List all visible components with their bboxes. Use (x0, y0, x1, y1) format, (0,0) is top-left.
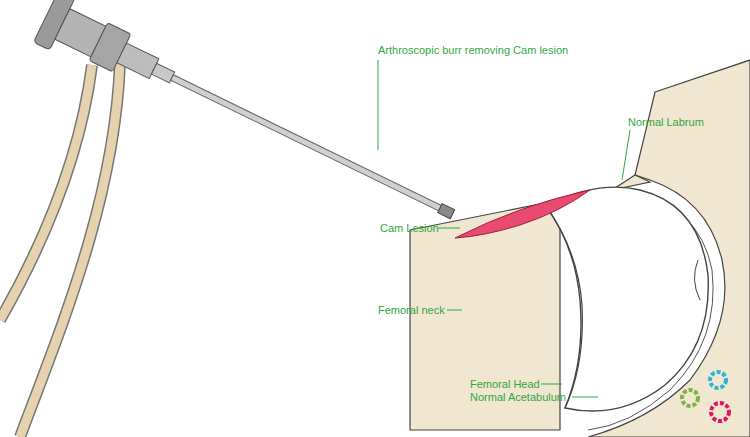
femoral-head (545, 187, 708, 411)
arthroscope (33, 0, 465, 240)
part-label: Femoral neck (378, 304, 445, 317)
part-label: Normal Acetabulum (470, 391, 566, 404)
fluid-tube (20, 62, 120, 437)
part-label: Cam Lesion (380, 222, 439, 235)
part-label: Normal Labrum (628, 116, 704, 129)
part-label: Femoral Head (470, 378, 540, 391)
cam-lesion (455, 190, 590, 238)
physeal-line (545, 205, 582, 408)
leader-lines (378, 60, 630, 397)
tube-outline (20, 62, 120, 437)
logo-gears (682, 372, 729, 421)
fovea (694, 260, 700, 300)
part-label: Arthroscopic burr removing Cam lesion (378, 44, 568, 57)
